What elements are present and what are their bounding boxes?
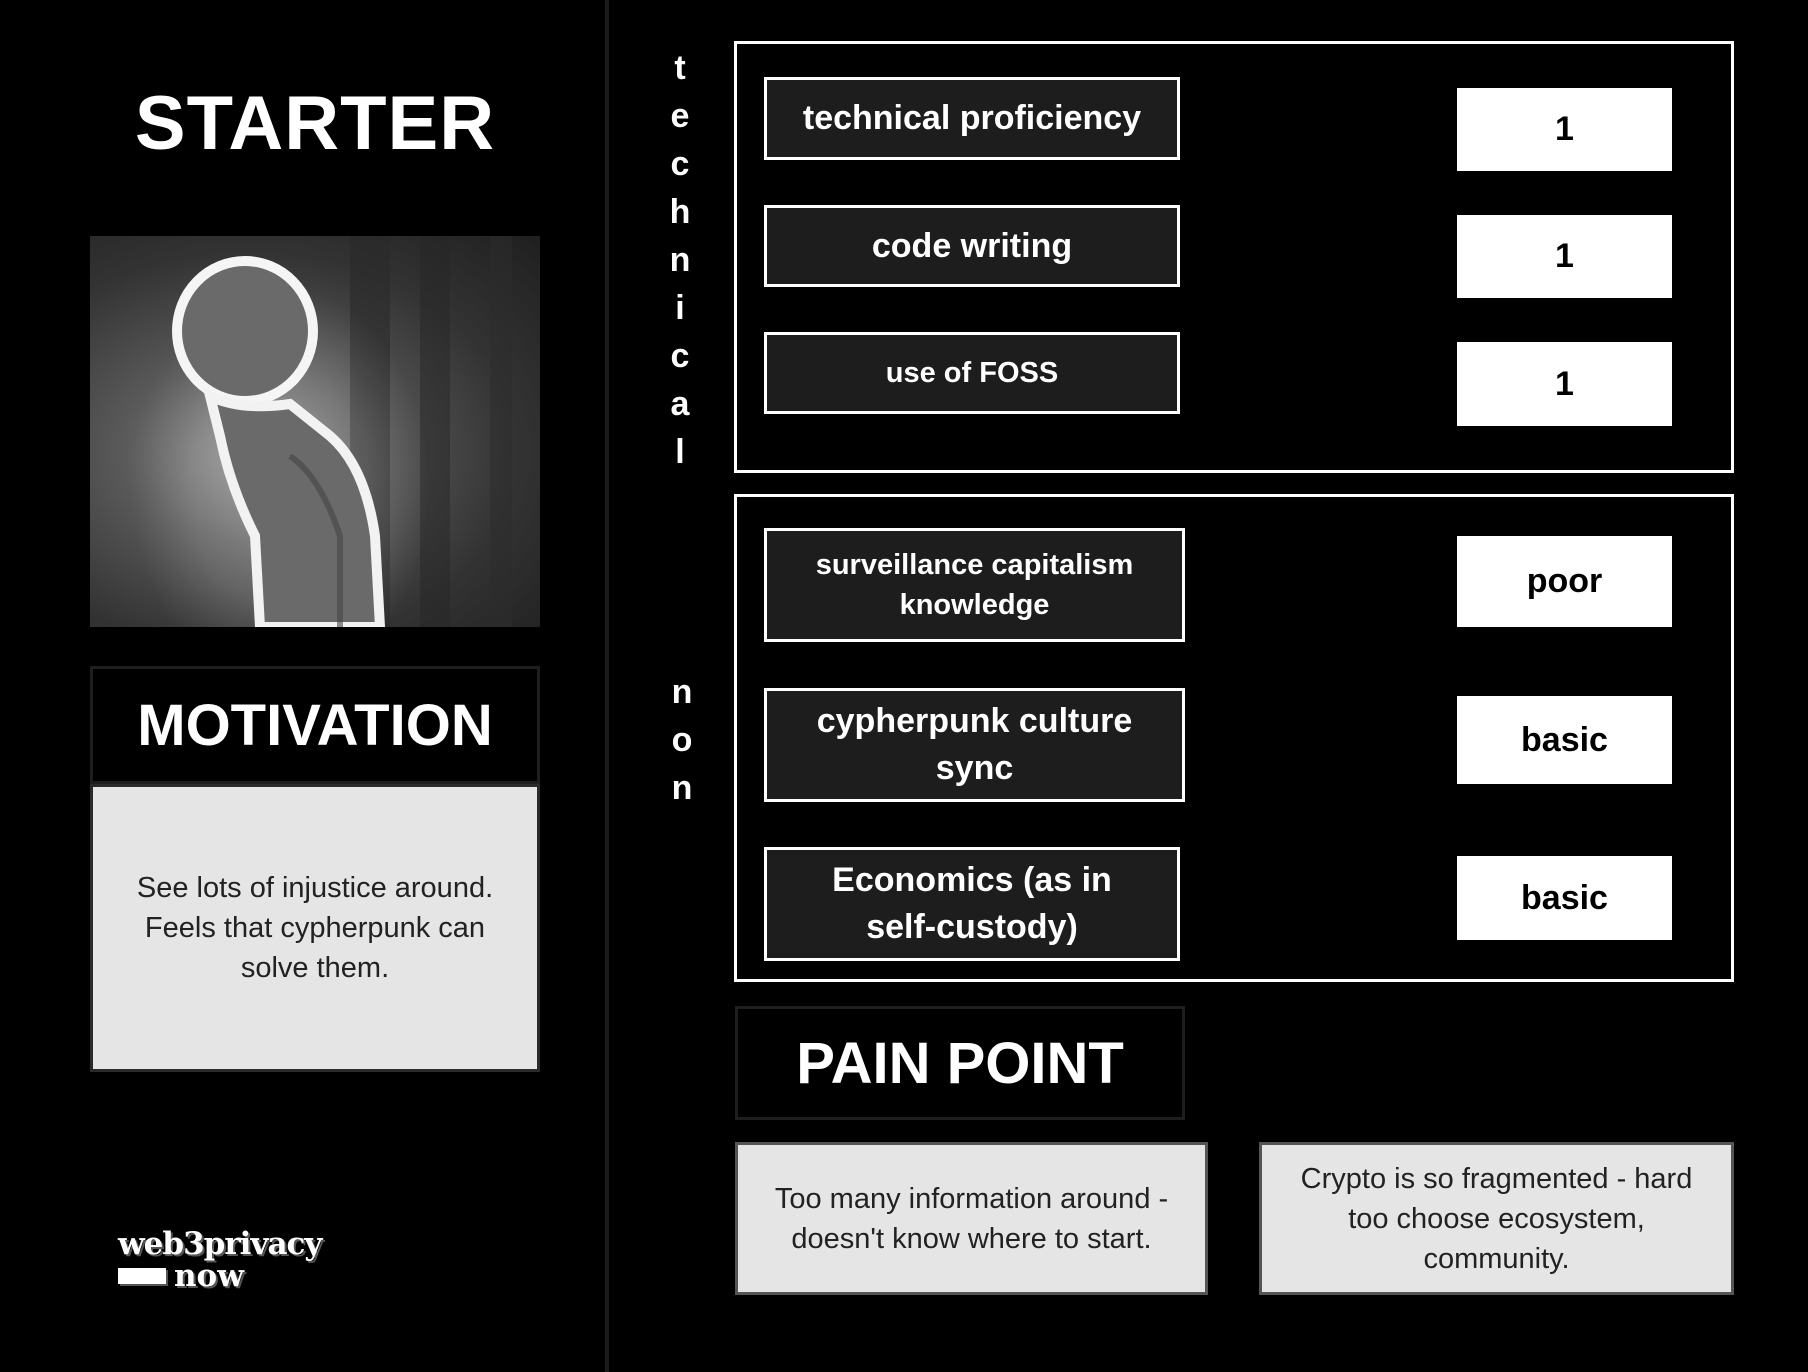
skill-value: basic bbox=[1521, 720, 1608, 759]
pain-point-text: Too many information around - doesn't kn… bbox=[774, 1182, 1169, 1255]
logo-line2: now bbox=[174, 1258, 244, 1294]
skill-value-use-of-foss: 1 bbox=[1457, 342, 1672, 426]
skill-value: poor bbox=[1526, 562, 1603, 600]
skill-value-code-writing: 1 bbox=[1457, 215, 1672, 298]
skill-use-of-foss: use of FOSS bbox=[764, 332, 1180, 414]
technical-letter: c bbox=[670, 337, 690, 375]
non-letter: o bbox=[671, 721, 693, 759]
skill-code-writing: code writing bbox=[764, 205, 1180, 287]
pain-point-card: Crypto is so fragmented - hard too choos… bbox=[1259, 1142, 1734, 1295]
technical-letter: l bbox=[675, 433, 685, 471]
skill-value-surveillance-capitalism: poor bbox=[1457, 536, 1672, 627]
technical-letter: t bbox=[674, 49, 686, 87]
non-technical-skills-group bbox=[734, 494, 1734, 982]
technical-letter: a bbox=[670, 385, 690, 423]
logo-bar-icon bbox=[118, 1268, 166, 1284]
persona-portrait bbox=[90, 236, 540, 627]
motivation-text-content: See lots of injustice around. Feels that… bbox=[136, 872, 494, 984]
motivation-text: See lots of injustice around. Feels that… bbox=[90, 784, 540, 1072]
technical-letter: e bbox=[670, 97, 690, 135]
glowing-figure-image bbox=[130, 236, 512, 627]
skill-label: surveillance capitalism knowledge bbox=[815, 549, 1134, 621]
technical-letter: h bbox=[669, 193, 691, 231]
skill-label: Economics (as in self-custody) bbox=[832, 861, 1112, 946]
skill-label: use of FOSS bbox=[885, 356, 1059, 389]
web3privacy-logo: web3privacy now bbox=[118, 1226, 358, 1294]
technical-letter: c bbox=[670, 145, 690, 183]
technical-vertical-label: t e c h n i c a l bbox=[660, 44, 700, 476]
skill-surveillance-capitalism: surveillance capitalism knowledge bbox=[764, 528, 1185, 642]
skill-value: basic bbox=[1521, 878, 1608, 917]
non-letter: n bbox=[671, 673, 693, 711]
pain-point-heading: PAIN POINT bbox=[735, 1006, 1185, 1120]
non-letter: n bbox=[671, 769, 693, 807]
skill-economics: Economics (as in self-custody) bbox=[764, 847, 1180, 961]
skill-value-economics: basic bbox=[1457, 856, 1672, 940]
skill-value: 1 bbox=[1555, 364, 1574, 403]
technical-skills-group bbox=[734, 41, 1734, 473]
skill-value: 1 bbox=[1555, 110, 1574, 148]
skill-technical-proficiency: technical proficiency bbox=[764, 77, 1180, 160]
skill-label: cypherpunk culture sync bbox=[816, 702, 1133, 787]
skill-value-technical-proficiency: 1 bbox=[1457, 88, 1672, 171]
pain-point-card: Too many information around - doesn't kn… bbox=[735, 1142, 1208, 1295]
skill-cypherpunk-culture: cypherpunk culture sync bbox=[764, 688, 1185, 802]
skill-label: code writing bbox=[871, 226, 1073, 265]
technical-letter: i bbox=[675, 289, 685, 327]
skill-value-cypherpunk-culture: basic bbox=[1457, 696, 1672, 784]
technical-letter: n bbox=[669, 241, 691, 279]
persona-title: STARTER bbox=[134, 81, 496, 166]
pain-point-text: Crypto is so fragmented - hard too choos… bbox=[1300, 1162, 1693, 1275]
skill-label: technical proficiency bbox=[802, 99, 1142, 137]
logo-line2-row: now bbox=[118, 1258, 358, 1294]
motivation-heading: MOTIVATION bbox=[90, 666, 540, 784]
skill-value: 1 bbox=[1555, 237, 1574, 275]
column-divider bbox=[605, 0, 609, 1372]
non-technical-vertical-label: n o n bbox=[662, 668, 702, 812]
logo-line1: web3privacy bbox=[118, 1226, 322, 1262]
